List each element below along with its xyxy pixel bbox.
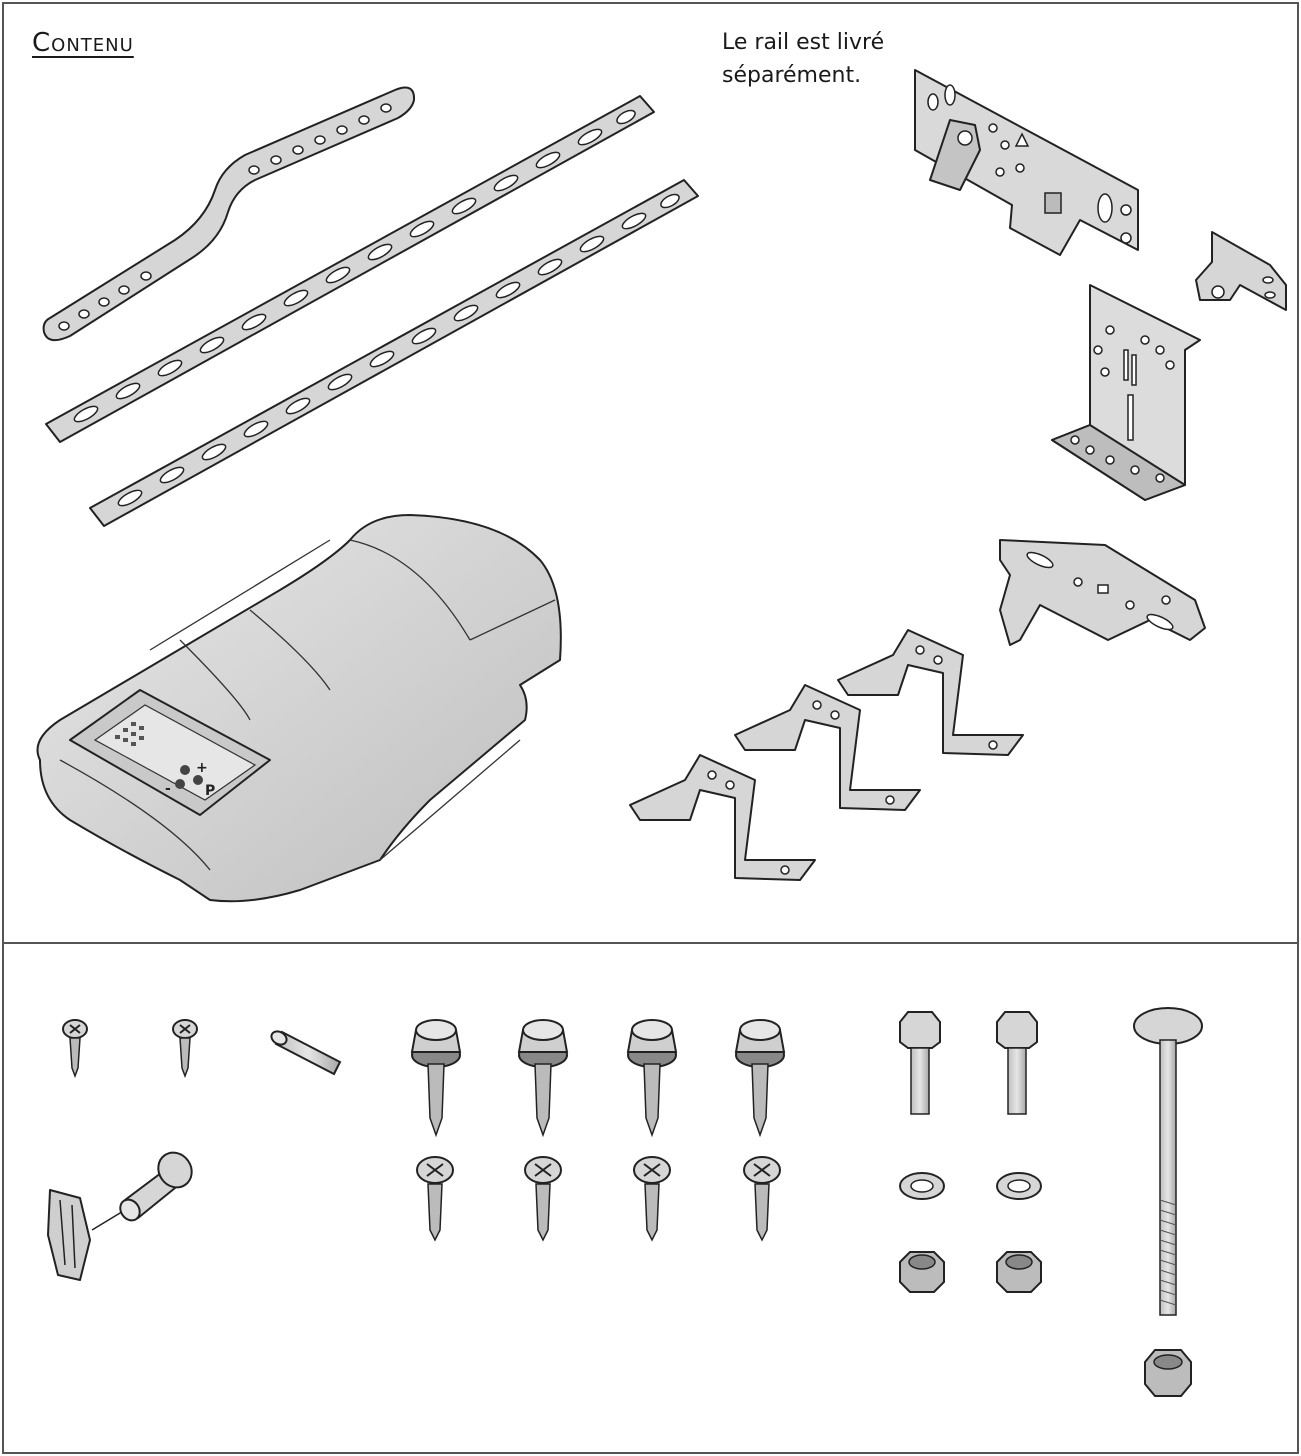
- washer-2-icon: [996, 1172, 1042, 1200]
- curved-strap-icon: [42, 86, 416, 342]
- svg-text:-: -: [165, 781, 171, 797]
- phillips-screw-3-icon: [633, 1156, 671, 1242]
- trolley-bracket-icon: [999, 539, 1206, 646]
- svg-text:+: +: [196, 760, 208, 776]
- nut-1-icon: [899, 1251, 945, 1293]
- perforated-strap-2-icon: [89, 179, 699, 527]
- section-divider: [2, 942, 1299, 944]
- hex-bolt-2-icon: [996, 1011, 1038, 1115]
- phillips-screw-1-icon: [416, 1156, 454, 1242]
- motor-unit-icon: + P -: [36, 514, 562, 903]
- hex-screw-3-icon: [626, 1019, 678, 1138]
- u-bracket-3-icon: [837, 629, 1024, 756]
- carriage-bolt-icon: [1133, 1007, 1203, 1316]
- washer-1-icon: [899, 1172, 945, 1200]
- rail-note-line-1: Le rail est livré: [722, 30, 885, 55]
- u-bracket-2-icon: [734, 684, 921, 811]
- clip-icon: [47, 1189, 126, 1281]
- small-screw-2-icon: [172, 1019, 198, 1079]
- u-bracket-1-icon: [629, 754, 816, 881]
- rail-note: Le rail est livré séparément.: [722, 26, 962, 92]
- perforated-strap-1-icon: [45, 95, 655, 443]
- small-angle-bracket-icon: [1195, 231, 1287, 311]
- rail-bracket-icon: [914, 69, 1139, 256]
- phillips-screw-4-icon: [743, 1156, 781, 1242]
- hex-bolt-1-icon: [899, 1011, 941, 1115]
- pin-icon: [270, 1030, 342, 1076]
- z-bracket-icon: [1051, 284, 1201, 501]
- section-title: Contenu: [32, 28, 134, 58]
- hex-screw-1-icon: [410, 1019, 462, 1138]
- phillips-screw-2-icon: [524, 1156, 562, 1242]
- hex-screw-2-icon: [517, 1019, 569, 1138]
- nut-2-icon: [996, 1251, 1042, 1293]
- small-screw-1-icon: [62, 1019, 88, 1079]
- hex-screw-4-icon: [734, 1019, 786, 1138]
- svg-text:P: P: [205, 783, 215, 799]
- sleeve-icon: [119, 1151, 193, 1222]
- rail-note-line-2: séparément.: [722, 63, 862, 88]
- carriage-nut-icon: [1144, 1349, 1192, 1397]
